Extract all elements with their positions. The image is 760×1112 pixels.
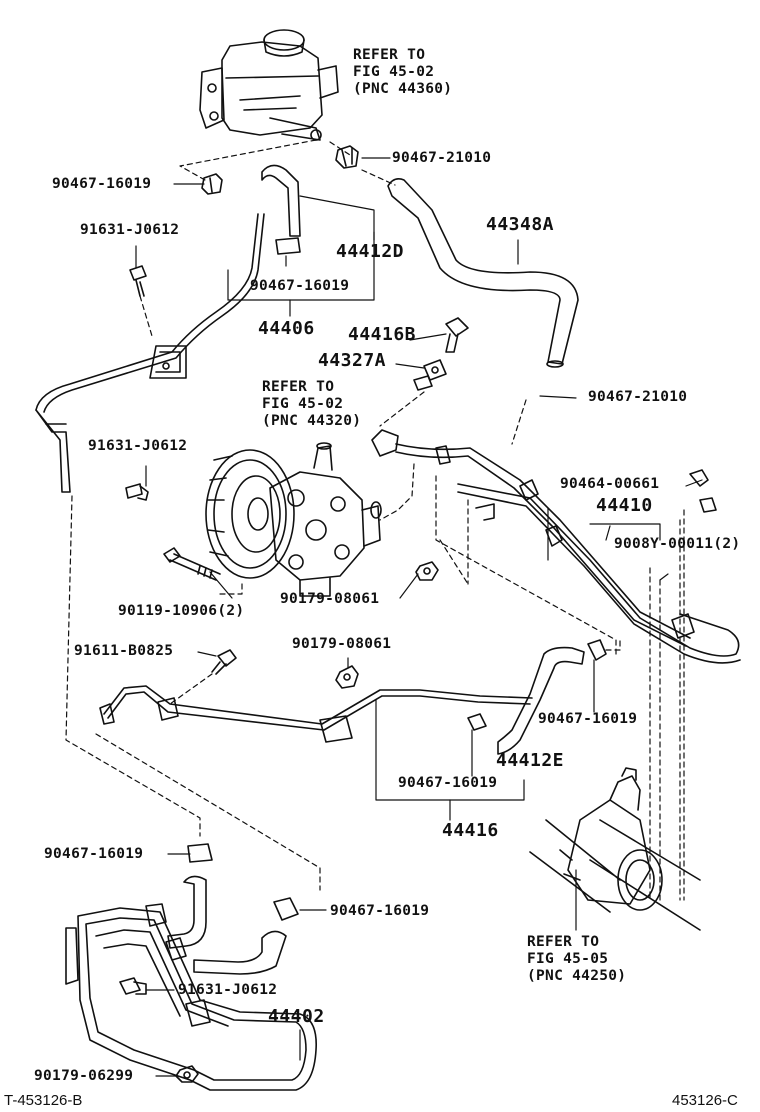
- clip-shape: [587, 639, 607, 661]
- part-label-clip: 90467-16019: [52, 176, 152, 192]
- part-label-nut: 90179-08061: [292, 636, 392, 652]
- part-label-clip: 90467-16019: [330, 903, 430, 919]
- part-label-hose: 44412E: [496, 750, 565, 771]
- clip-shape: [273, 897, 299, 921]
- reference-line: REFER TO: [262, 379, 335, 395]
- bolt-shape: [129, 265, 147, 297]
- nut-shape: [415, 561, 439, 581]
- part-label-clip: 90467-16019: [250, 278, 350, 294]
- clip-shape: [335, 145, 359, 169]
- bolt-shape: [211, 649, 237, 675]
- bolt-shape: [125, 483, 149, 501]
- tube-44410-shape: [457, 469, 741, 664]
- reference-line: FIG 45-02: [353, 64, 435, 80]
- part-label-bolt: 91631-J0612: [178, 982, 278, 998]
- clip-shape: [275, 237, 301, 255]
- reference-line: FIG 45-02: [262, 396, 344, 412]
- long-bolt-shape: [163, 547, 221, 581]
- part-label-clip: 90467-16019: [538, 711, 638, 727]
- clip-shape: [467, 713, 487, 731]
- gasket-shape: [413, 359, 447, 391]
- reference-line: FIG 45-05: [527, 951, 609, 967]
- part-label-clip: 90467-16019: [44, 846, 144, 862]
- clip-shape: [187, 843, 213, 863]
- diagram-code-left: T-453126-B: [4, 1092, 83, 1109]
- part-label-nut: 90179-08061: [280, 591, 380, 607]
- clip-shape: [201, 173, 223, 195]
- part-label-clip: 90467-21010: [588, 389, 688, 405]
- part-label-bolt: 90119-10906(2): [118, 603, 245, 619]
- part-label-clip: 90467-16019: [398, 775, 498, 791]
- reference-line: REFER TO: [527, 934, 600, 950]
- part-label-bolt: 44416B: [348, 324, 417, 345]
- part-label-bolt: 91631-J0612: [80, 222, 180, 238]
- part-label-clamp: 90464-00661: [560, 476, 660, 492]
- diagram-code-right: 453126-C: [672, 1092, 738, 1109]
- hose-44412e-shape: [497, 646, 585, 755]
- part-label-bolt: 91631-J0612: [88, 438, 188, 454]
- reference-line: (PNC 44320): [262, 413, 362, 429]
- reservoir-reference: REFER TO FIG 45-02 (PNC 44360): [353, 47, 452, 98]
- reference-line: (PNC 44360): [353, 81, 453, 97]
- part-label-tube: 44410: [596, 495, 653, 516]
- nut-shape: [335, 665, 359, 689]
- pump-reference: REFER TO FIG 45-02 (PNC 44320): [262, 379, 361, 430]
- part-label-hose: 44348A: [486, 214, 555, 235]
- part-label-clip: 90467-21010: [392, 150, 492, 166]
- part-label-hose: 44412D: [336, 241, 405, 262]
- bolt-shape: [445, 317, 469, 353]
- hose-shape: [167, 875, 207, 949]
- reference-line: (PNC 44250): [527, 968, 627, 984]
- part-label-tube: 44416: [442, 820, 499, 841]
- reference-line: REFER TO: [353, 47, 426, 63]
- hose-44412d-shape: [261, 164, 301, 237]
- part-label-nut: 90179-06299: [34, 1068, 134, 1084]
- part-label-bolt: 91611-B0825: [74, 643, 174, 659]
- pump-assembly: [205, 442, 382, 597]
- gear-reference: REFER TO FIG 45-05 (PNC 44250): [527, 934, 626, 985]
- reservoir-tank: [199, 29, 339, 141]
- hose-44348a-shape: [387, 178, 579, 368]
- part-label-nut: 9008Y-00011(2): [614, 536, 741, 552]
- part-label-pipe: 44406: [258, 318, 315, 339]
- cooler-44402-shape: [65, 903, 317, 1091]
- part-label-cooler: 44402: [268, 1006, 325, 1027]
- tube-44416-shape: [99, 685, 533, 743]
- bolt-shape: [119, 977, 147, 995]
- part-label-gasket: 44327A: [318, 350, 387, 371]
- pipe-44406-shape: [35, 213, 265, 493]
- hose-shape: [193, 930, 287, 975]
- steering-gear-shape: [529, 767, 701, 931]
- pressure-line: [371, 429, 691, 647]
